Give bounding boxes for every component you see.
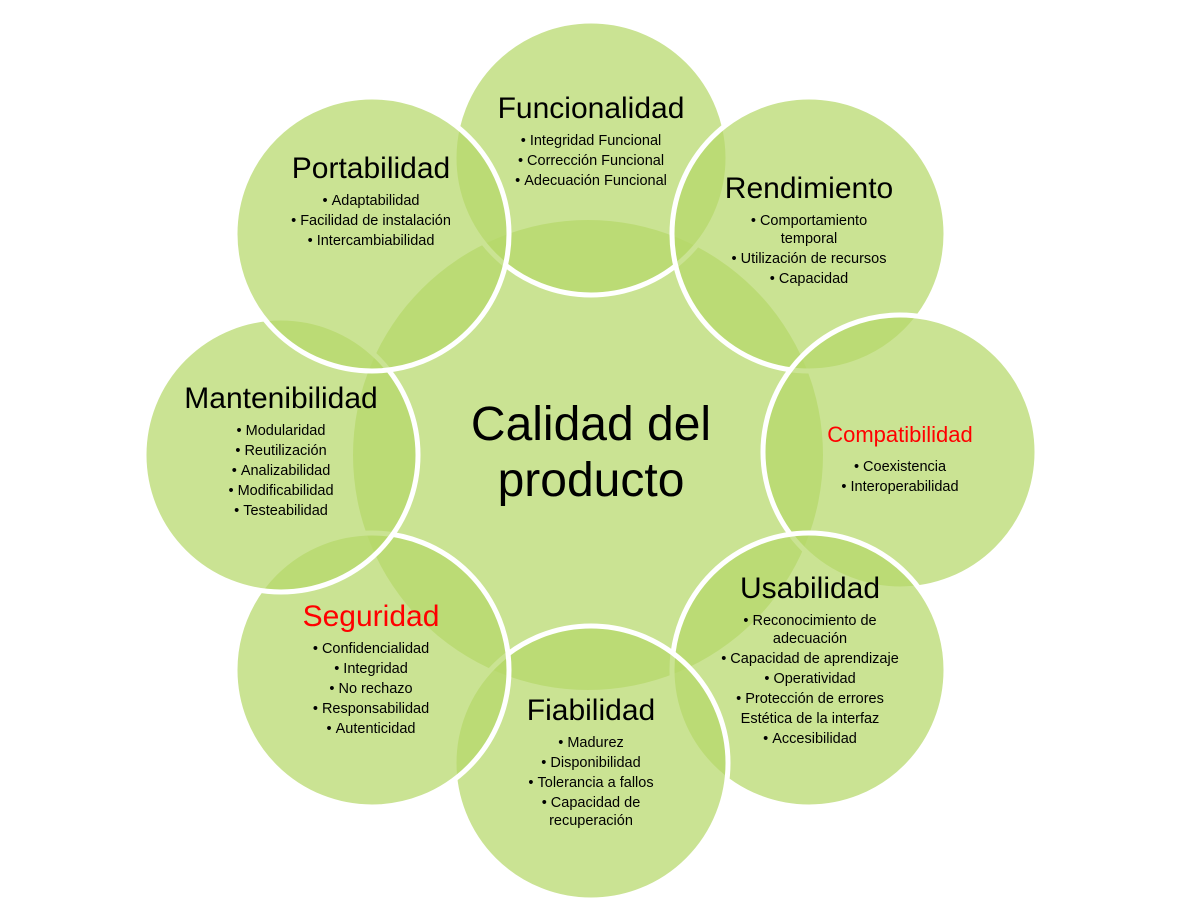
node-title-fiabilidad: Fiabilidad	[526, 694, 656, 727]
node-item: Capacidad	[724, 270, 894, 288]
node-item: Disponibilidad	[506, 754, 676, 772]
node-mantenibilidad: MantenibilidadModularidadReutilizaciónAn…	[160, 382, 402, 522]
node-item: Facilidad de instalación	[291, 212, 451, 230]
node-item: Corrección Funcional	[491, 152, 691, 170]
node-funcionalidad: FuncionalidadIntegridad FuncionalCorrecc…	[470, 92, 712, 192]
node-item: Accesibilidad	[720, 730, 900, 748]
node-usabilidad: UsabilidadReconocimiento de adecuaciónCa…	[690, 572, 930, 750]
node-title-mantenibilidad: Mantenibilidad	[184, 382, 378, 415]
node-title-rendimiento: Rendimiento	[724, 172, 894, 205]
node-item: Adecuación Funcional	[491, 172, 691, 190]
node-title-usabilidad: Usabilidad	[739, 572, 881, 605]
node-title-portabilidad: Portabilidad	[291, 152, 451, 185]
node-compatibilidad: CompatibilidadCoexistenciaInteroperabili…	[780, 418, 1020, 498]
node-items-rendimiento: Comportamiento temporalUtilización de re…	[724, 212, 894, 288]
node-portabilidad: PortabilidadAdaptabilidadFacilidad de in…	[250, 152, 492, 252]
node-item: Reutilización	[191, 442, 371, 460]
node-item: Coexistencia	[805, 458, 995, 476]
node-seguridad: SeguridadConfidencialidadIntegridad No re…	[250, 600, 492, 740]
node-item: Analizabilidad	[191, 462, 371, 480]
node-item: Integridad Funcional	[491, 132, 691, 150]
node-item: Intercambiabilidad	[291, 232, 451, 250]
node-items-portabilidad: AdaptabilidadFacilidad de instalaciónInt…	[291, 192, 451, 250]
node-items-mantenibilidad: ModularidadReutilizaciónAnalizabilidadMo…	[191, 422, 371, 520]
node-item: Modificabilidad	[191, 482, 371, 500]
node-item: No rechazo	[276, 680, 466, 698]
node-item: Capacidad de recuperación	[506, 794, 676, 830]
node-item: Capacidad de aprendizaje	[720, 650, 900, 668]
node-title-funcionalidad: Funcionalidad	[497, 92, 685, 125]
node-item: Testeabilidad	[191, 502, 371, 520]
node-item: Confidencialidad	[276, 640, 466, 658]
node-item: Utilización de recursos	[724, 250, 894, 268]
node-item: Comportamiento temporal	[724, 212, 894, 248]
node-rendimiento: RendimientoComportamiento temporalUtiliz…	[690, 172, 928, 290]
node-item: Integridad	[276, 660, 466, 678]
node-item: Modularidad	[191, 422, 371, 440]
node-title-seguridad: Seguridad	[302, 600, 440, 633]
node-item: Tolerancia a fallos	[506, 774, 676, 792]
node-item: Reconocimiento de adecuación	[720, 612, 900, 648]
node-item: Madurez	[506, 734, 676, 752]
center-title-line-2: producto	[497, 454, 685, 507]
node-item: Interoperabilidad	[805, 478, 995, 496]
node-item: Adaptabilidad	[291, 192, 451, 210]
node-item: Estética de la interfaz	[740, 711, 880, 727]
node-item: Autenticidad	[276, 720, 466, 738]
node-item: Protección de errores	[720, 690, 900, 708]
node-items-compatibilidad: CoexistenciaInteroperabilidad	[805, 458, 995, 496]
node-items-fiabilidad: MadurezDisponibilidadTolerancia a fallos…	[506, 734, 676, 830]
node-items-usabilidad: Reconocimiento de adecuaciónCapacidad de…	[720, 612, 900, 748]
node-fiabilidad: FiabilidadMadurezDisponibilidadToleranci…	[470, 694, 712, 832]
node-items-seguridad: ConfidencialidadIntegridad No rechazoResp…	[276, 640, 466, 738]
node-items-funcionalidad: Integridad FuncionalCorrección Funcional…	[491, 132, 691, 190]
node-title-compatibilidad: Compatibilidad	[827, 422, 973, 447]
center-title-line-1: Calidad del	[470, 398, 712, 451]
node-item: Operatividad	[720, 670, 900, 688]
center-title: Calidad del producto	[411, 397, 771, 509]
node-item: Responsabilidad	[276, 700, 466, 718]
